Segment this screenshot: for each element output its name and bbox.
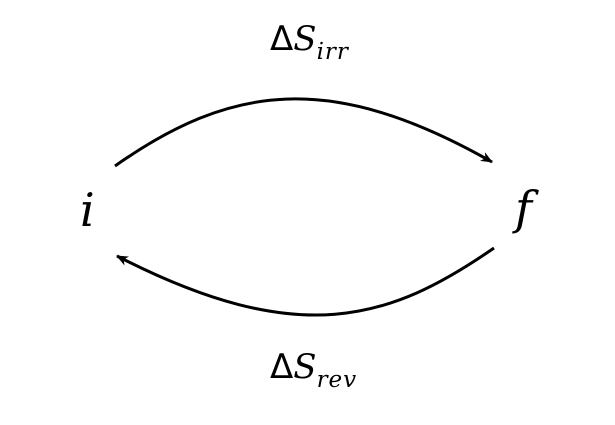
irreversible-entropy-label: ΔSirr bbox=[270, 19, 349, 64]
bottom-entropy-symbol: S bbox=[293, 347, 317, 387]
reversible-path-arrow bbox=[116, 246, 495, 317]
reversible-entropy-label: ΔSrev bbox=[270, 347, 357, 392]
bottom-subscript: rev bbox=[316, 367, 358, 393]
top-subscript: irr bbox=[316, 39, 349, 65]
final-state-label: f bbox=[515, 181, 533, 235]
bottom-delta-symbol: Δ bbox=[270, 347, 294, 387]
initial-state-label: i bbox=[80, 183, 95, 237]
top-entropy-symbol: S bbox=[293, 19, 317, 59]
top-delta-symbol: Δ bbox=[270, 19, 294, 59]
irreversible-path-arrow bbox=[114, 97, 493, 168]
